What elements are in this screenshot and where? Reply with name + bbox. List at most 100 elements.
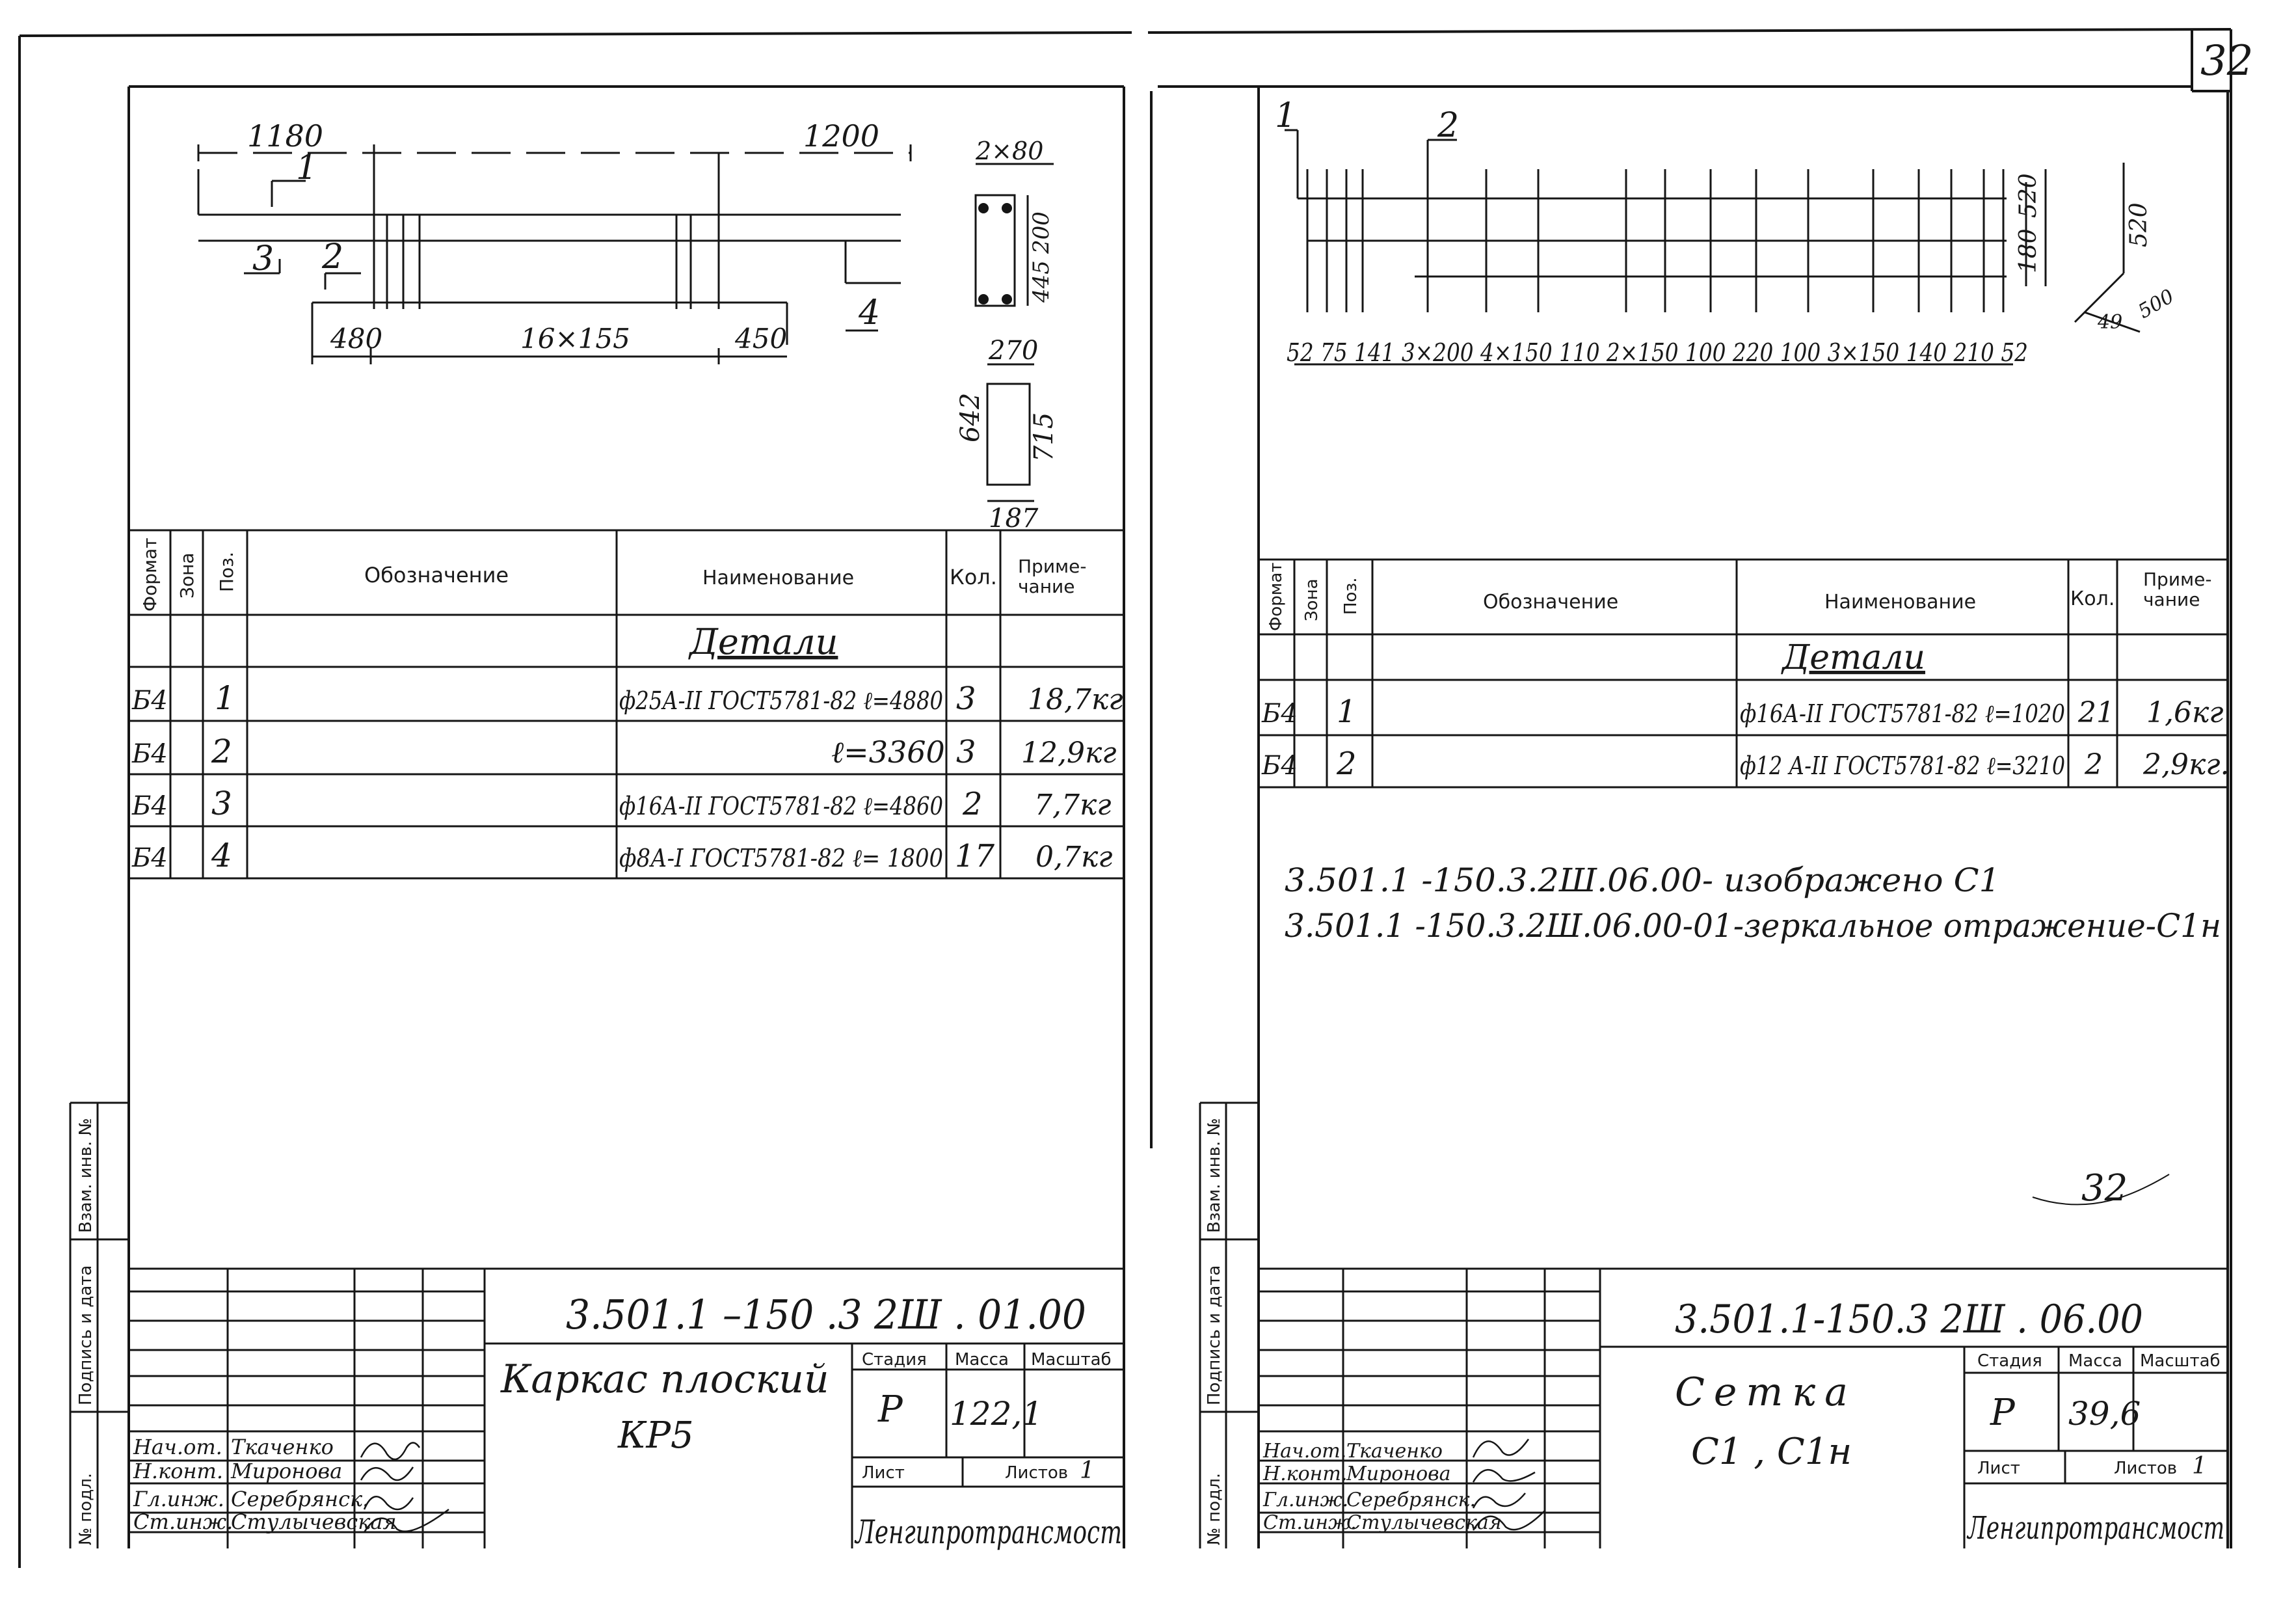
person-name: Серебрянск.: [1346, 1489, 1476, 1511]
right-notes: 3.501.1 -150.3.2Ш.06.00- изображено С1 3…: [1285, 861, 2221, 945]
sheets-value: 1: [1080, 1457, 1095, 1484]
left-sheet: 1180 1200 1 2 3 4 480 16×155 450 2×80 20…: [69, 85, 1153, 1551]
signature-row: Нач.от. Ткаченко: [133, 1435, 421, 1461]
section2-bottom: 187: [989, 504, 1039, 533]
signature-row: Нач.от. Ткаченко: [1262, 1438, 1530, 1463]
cell-pos: 3: [211, 785, 232, 822]
cell-qty: 2: [962, 786, 983, 822]
person-name: Миронова: [1346, 1463, 1450, 1485]
cell-note: 0,7кг: [1035, 841, 1113, 874]
left-sheet-frame: [127, 85, 1153, 1548]
header-designation: Обозначение: [1483, 591, 1618, 614]
cell-name: ℓ=3360: [831, 735, 945, 770]
table-row: Б4 2 ℓ=3360 3 12,9кг: [131, 733, 1116, 770]
header-pos: Поз.: [216, 552, 237, 592]
cell-format: Б4: [131, 686, 168, 716]
person-name: Стулычевская: [231, 1509, 397, 1534]
header-qty: Кол.: [950, 565, 997, 589]
signature-row: Гл.инж. Серебрянск.: [133, 1487, 414, 1511]
doc-title-line2: С1 , С1н: [1691, 1431, 1852, 1473]
stamp-mark: 32: [2081, 1167, 2128, 1209]
doc-code: 3.501.1 –150 .3 2Ш . 01.00: [566, 1291, 1086, 1338]
note-line: 3.501.1 -150.3.2Ш.06.00- изображено С1: [1285, 861, 2000, 899]
right-sheet-frame: [1158, 85, 2229, 1548]
dim-right-top: 520: [2015, 173, 2042, 218]
role: Нач.от.: [1262, 1440, 1346, 1463]
header-format: Формат: [139, 537, 161, 612]
pos-mark: 4: [858, 293, 880, 332]
signature: [363, 1496, 414, 1511]
doc-title-line2: КР5: [617, 1414, 694, 1457]
left-title-block: 3.501.1 –150 .3 2Ш . 01.00 Каркас плоски…: [129, 1267, 1124, 1551]
cell-name: ф12 А-II ГОСТ5781-82 ℓ=3210: [1740, 751, 2065, 780]
dim-bottom: 450: [734, 323, 787, 355]
cell-name: ф8А-I ГОСТ5781-82 ℓ= 1800: [619, 844, 943, 872]
cell-qty: 3: [956, 681, 976, 717]
role: Ст.инж.: [133, 1509, 233, 1534]
dim-bottom: 16×155: [520, 323, 630, 355]
mass-value: 39,6: [2068, 1395, 2141, 1433]
right-mesh-drawing: 1 2 52 75 141 3×200 4×150 110 2×150 100 …: [1275, 96, 2178, 367]
hook-dim: 500: [2135, 285, 2178, 323]
left-side-stamp: Взам. инв. № Подпись и дата № подл.: [69, 1101, 129, 1548]
dim-far: 520: [2126, 202, 2152, 247]
cell-note: 12,9кг: [1021, 736, 1116, 770]
signature: [360, 1466, 414, 1481]
right-sheet: 1 2 52 75 141 3×200 4×150 110 2×150 100 …: [1158, 85, 2229, 1548]
mass-label: Масса: [955, 1350, 1009, 1370]
section1-width: 2×80: [975, 137, 1043, 165]
header-note: Приме-чание: [2143, 569, 2211, 610]
left-spec-table: Формат Зона Поз. Обозначение Наименовани…: [129, 529, 1124, 880]
cell-pos: 4: [211, 837, 232, 874]
sheets-label: Листов: [1005, 1463, 1068, 1483]
side-stamp-label: № подл.: [76, 1473, 96, 1545]
header-name: Наименование: [1824, 591, 1976, 614]
role: Нач.от.: [133, 1435, 222, 1459]
signature-row: Н.конт. Миронова: [1262, 1463, 1536, 1485]
role: Ст.инж.: [1263, 1511, 1357, 1534]
signature-row: Ст.инж. Стулычевская: [1263, 1510, 1545, 1534]
header-pos: Поз.: [1341, 577, 1361, 615]
signature: [1472, 1492, 1526, 1509]
dim-right-bottom: 180: [2015, 228, 2042, 273]
cell-format: Б4: [131, 843, 168, 873]
cell-note: 2,9кг.: [2142, 748, 2229, 781]
cell-name: ф16А-II ГОСТ5781-82 ℓ=1020: [1740, 699, 2065, 728]
dim-top-right: 1200: [803, 118, 879, 154]
dim-bottom: 480: [330, 323, 382, 355]
right-side-stamp: Взам. инв. № Подпись и дата № подл.: [1199, 1101, 1259, 1548]
doc-code: 3.501.1-150.3 2Ш . 06.00: [1675, 1297, 2143, 1342]
pos-mark: 1: [296, 148, 317, 187]
cell-qty: 21: [2077, 696, 2115, 729]
header-qty: Кол.: [2070, 587, 2115, 610]
header-designation: Обозначение: [364, 563, 509, 587]
signature: [1472, 1468, 1536, 1483]
section2-right: 715: [1029, 412, 1059, 462]
header-note: Приме-чание: [1018, 556, 1086, 597]
cell-name: ф25А-II ГОСТ5781-82 ℓ=4880: [619, 686, 943, 715]
stage-value: Р: [1990, 1392, 2016, 1434]
cell-pos: 1: [1337, 694, 1357, 730]
person-name: Миронова: [230, 1459, 342, 1483]
sheet-label: Лист: [862, 1463, 905, 1483]
cell-qty: 2: [2084, 748, 2103, 781]
signature-row: Н.конт. Миронова: [133, 1459, 414, 1483]
side-stamp-label: Подпись и дата: [1205, 1265, 1224, 1405]
dims-bottom: 52 75 141 3×200 4×150 110 2×150 100 220 …: [1287, 338, 2028, 367]
table-row: Б4 2 ф12 А-II ГОСТ5781-82 ℓ=3210 2 2,9кг…: [1261, 746, 2229, 782]
cell-format: Б4: [1261, 751, 1298, 781]
table-row: Б4 1 ф16А-II ГОСТ5781-82 ℓ=1020 21 1,6кг: [1261, 694, 2224, 730]
cell-format: Б4: [131, 791, 168, 821]
side-stamp-label: Взам. инв. №: [76, 1118, 96, 1233]
cell-note: 1,6кг: [2146, 696, 2224, 729]
pos-mark: 2: [321, 237, 343, 277]
right-spec-table: Формат Зона Поз. Обозначение Наименовани…: [1259, 558, 2229, 789]
doc-title-line1: Сетка: [1675, 1370, 1857, 1415]
pos-mark: 2: [1437, 106, 1459, 145]
scale-label: Масштаб: [1031, 1350, 1112, 1370]
section1-h1: 200: [1028, 211, 1054, 254]
section-title: Детали: [688, 621, 838, 662]
cell-format: Б4: [131, 739, 168, 769]
org-name: Ленгипротрансмост: [854, 1513, 1122, 1551]
signature: [360, 1442, 421, 1461]
